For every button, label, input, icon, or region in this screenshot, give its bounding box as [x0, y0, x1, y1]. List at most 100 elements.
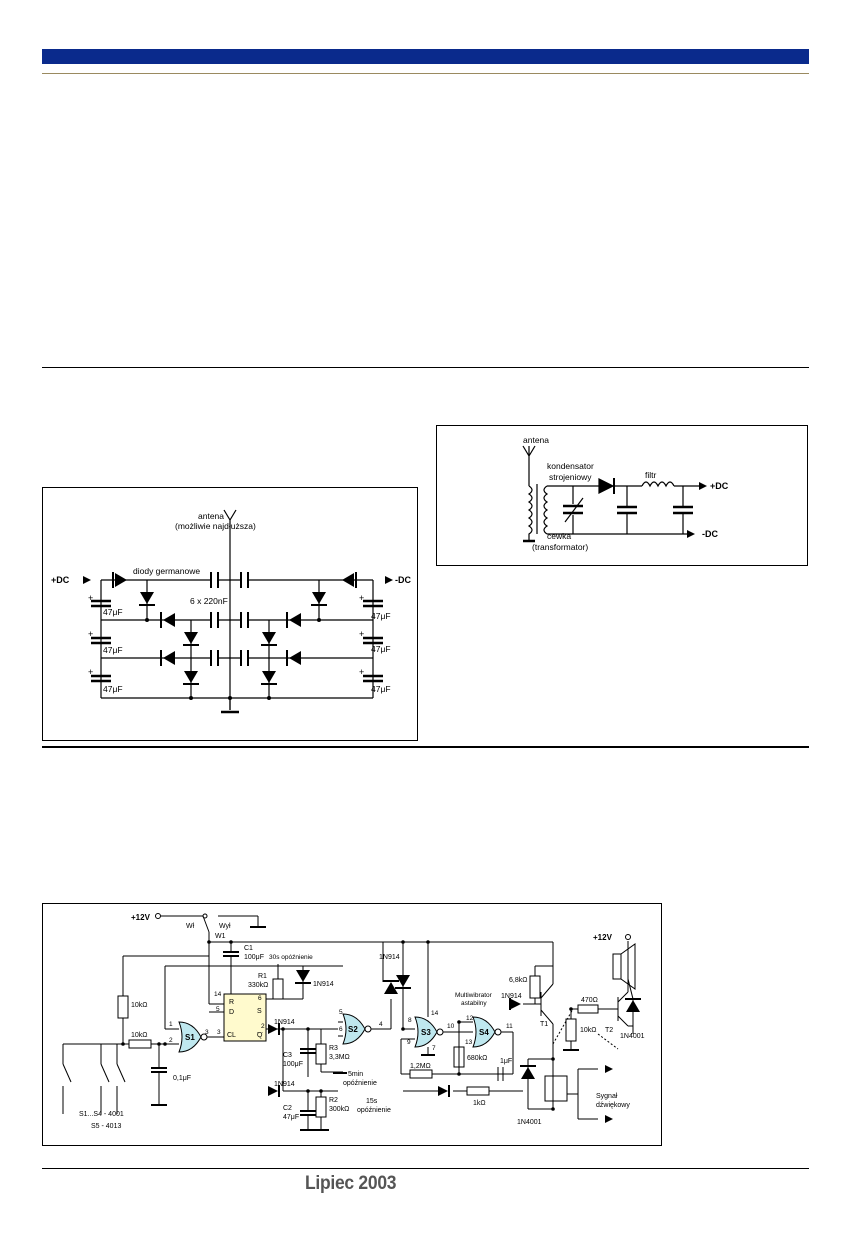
section-rule-1	[42, 367, 809, 368]
label-antena: antena	[198, 511, 224, 521]
header-rule	[42, 73, 809, 74]
label-plus-dc: +DC	[710, 481, 729, 491]
pin-14b: 14	[431, 1010, 439, 1017]
label-47uf-3: 47μF	[103, 684, 123, 694]
label-legend-2: S5 - 4013	[91, 1123, 121, 1130]
pin-s: S	[257, 1008, 262, 1015]
label-1n914-c: 1N914	[274, 1019, 295, 1026]
label-strojeniowy: strojeniowy	[549, 472, 592, 482]
label-s2: S2	[348, 1025, 358, 1034]
plus-sign-4: +	[359, 593, 364, 603]
label-12m: 1,2MΩ	[410, 1063, 431, 1070]
label-1n914-b: 1N914	[379, 954, 400, 961]
pin-8: 8	[408, 1017, 412, 1024]
label-5min: 5min	[348, 1071, 363, 1078]
label-plus-dc: +DC	[51, 575, 70, 585]
label-r3-val: 3,3MΩ	[329, 1054, 350, 1061]
label-1n4001-b: 1N4001	[517, 1119, 542, 1126]
label-47uf-1: 47μF	[103, 607, 123, 617]
label-1n914-e: 1N914	[501, 993, 522, 1000]
label-68k: 6,8kΩ	[509, 977, 527, 984]
label-r1: R1	[258, 973, 267, 980]
label-10k-c: 10kΩ	[580, 1027, 597, 1034]
figure-timer-circuit: +12V Wł Wył W1 C1 100μF 30s opóźnienie R…	[42, 903, 662, 1146]
label-15s: 15s	[366, 1098, 378, 1105]
label-470: 470Ω	[581, 997, 598, 1004]
label-r2: R2	[329, 1097, 338, 1104]
plus-sign-6: +	[359, 667, 364, 677]
label-minus-dc: -DC	[395, 575, 411, 585]
label-30s: 30s opóźnienie	[269, 954, 313, 961]
label-47uf-4: 47μF	[371, 611, 391, 621]
pin-12: 12	[466, 1015, 474, 1022]
figure-tuned-antenna: antena kondensator strojeniowy filtr +DC…	[436, 425, 808, 566]
pin-13: 13	[465, 1039, 473, 1046]
timer-schematic: +12V Wł Wył W1 C1 100μF 30s opóźnienie R…	[62, 913, 645, 1131]
pin-1: 1	[169, 1021, 173, 1028]
label-t1: T1	[540, 1021, 548, 1028]
label-12v: +12V	[131, 913, 151, 922]
label-antena: antena	[523, 435, 549, 445]
label-c2: C2	[283, 1105, 292, 1112]
label-47uf-5: 47μF	[371, 644, 391, 654]
label-1n914-d: 1N914	[274, 1081, 295, 1088]
tuned-antenna-schematic: antena kondensator strojeniowy filtr +DC…	[522, 435, 729, 552]
pin-6a: 6	[258, 995, 262, 1002]
label-t2: T2	[605, 1027, 613, 1034]
plus-sign-3: +	[88, 667, 93, 677]
label-47uf-6: 47μF	[371, 684, 391, 694]
label-15s-b: opóźnienie	[357, 1107, 391, 1114]
label-c1-val: 100μF	[244, 954, 264, 961]
footer-rule	[42, 1168, 809, 1169]
label-1n4001-a: 1N4001	[620, 1033, 645, 1040]
label-5min-b: opóźnienie	[343, 1080, 377, 1087]
label-1n914-a: 1N914	[313, 981, 334, 988]
label-multiwibrator: Multiwibrator	[455, 992, 493, 999]
pin-10: 10	[447, 1023, 455, 1030]
label-c1: C1	[244, 945, 253, 952]
pin-14a: 14	[214, 991, 222, 998]
pin-3a: 3	[217, 1029, 221, 1036]
label-c3-val: 100μF	[283, 1061, 303, 1068]
pin-r: R	[229, 999, 234, 1006]
pin-11: 11	[506, 1023, 513, 1030]
pin-2b: 2	[261, 1023, 265, 1030]
label-wyl: Wył	[219, 923, 231, 930]
label-sygnal: Sygnał	[596, 1093, 618, 1100]
label-minus-dc: -DC	[702, 529, 718, 539]
pin-cl: CL	[227, 1032, 236, 1039]
label-01uf: 0,1μF	[173, 1075, 191, 1082]
label-r1-val: 330kΩ	[248, 982, 268, 989]
label-47uf-2: 47μF	[103, 645, 123, 655]
label-s4: S4	[479, 1028, 489, 1037]
label-1k: 1kΩ	[473, 1100, 486, 1107]
label-c3: C3	[283, 1052, 292, 1059]
label-diody: diody germanowe	[133, 566, 200, 576]
figure-antenna-multiplier: antena (możliwie najdłuższa) +DC -DC dio…	[42, 487, 418, 741]
label-s1: S1	[185, 1033, 195, 1042]
label-filtr: filtr	[645, 470, 657, 480]
pin-7: 7	[432, 1045, 436, 1052]
footer-date: Lipiec 2003	[305, 1173, 397, 1194]
pin-5a: 5	[216, 1006, 220, 1013]
pin-2a: 2	[169, 1037, 173, 1044]
label-antenna-note: (możliwie najdłuższa)	[175, 521, 256, 531]
label-transformator: (transformator)	[532, 542, 588, 552]
pin-d: D	[229, 1009, 234, 1016]
plus-sign-2: +	[88, 629, 93, 639]
antenna-multiplier-schematic: antena (możliwie najdłuższa) +DC -DC dio…	[51, 509, 411, 714]
plus-sign-1: +	[88, 593, 93, 603]
header-bar	[42, 49, 809, 64]
section-rule-2	[42, 746, 809, 748]
label-r2-val: 300kΩ	[329, 1106, 349, 1113]
label-cewka: cewka	[547, 531, 571, 541]
label-s3: S3	[421, 1028, 431, 1037]
pin-9: 9	[407, 1039, 411, 1046]
pin-q: Q	[257, 1032, 263, 1039]
label-astabilny: astabilny	[461, 1000, 487, 1007]
label-wl: Wł	[186, 923, 195, 930]
label-10k-b: 10kΩ	[131, 1032, 148, 1039]
label-r3: R3	[329, 1045, 338, 1052]
label-c2-val: 47μF	[283, 1114, 299, 1121]
label-caps: 6 x 220nF	[190, 596, 228, 606]
